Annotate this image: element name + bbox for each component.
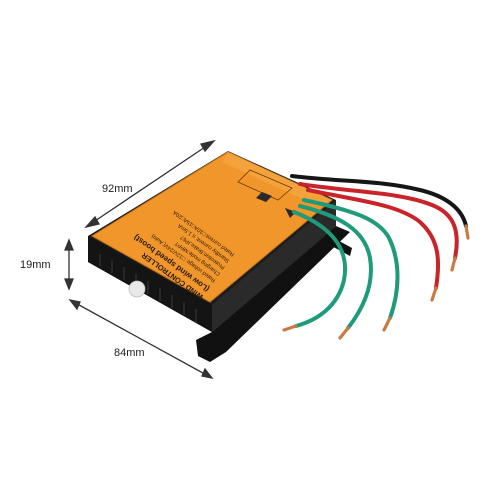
height-arrowhead-bottom <box>64 278 74 291</box>
width-arrowhead-start <box>84 215 100 229</box>
length-dimension-label: 84mm <box>114 347 145 359</box>
green-wire-1 <box>302 198 400 320</box>
black-wire <box>290 174 468 228</box>
terminal-marking-box <box>237 169 293 201</box>
dimension-arrows <box>64 139 216 379</box>
length-arrowhead-end <box>201 367 214 379</box>
wind-turbine-icon <box>285 208 296 218</box>
red-wire-bottom <box>306 188 441 290</box>
battery-icon <box>256 192 272 202</box>
green-wire-3-tip <box>282 324 298 332</box>
qc-sticker <box>128 280 146 298</box>
wire-terminals <box>282 224 470 340</box>
green-wire-2-tip <box>338 326 350 340</box>
green-wire-2 <box>298 204 373 330</box>
green-wire-1-tip <box>382 316 392 332</box>
length-dimension-line <box>69 299 213 379</box>
height-dimension-label: 19mm <box>20 259 51 271</box>
green-wire-3 <box>292 210 347 328</box>
red-wire-bottom-tip <box>430 286 438 302</box>
height-arrowhead-top <box>64 238 74 251</box>
product-label: WIND CONTROLLER (Low wind speed boost) R… <box>91 151 333 303</box>
red-wire-top <box>298 182 459 260</box>
mounting-flange <box>196 226 350 362</box>
black-wire-tip <box>464 224 470 240</box>
wire-bundle <box>290 174 468 330</box>
length-arrowhead-start <box>68 299 81 311</box>
width-arrowhead-end <box>200 139 216 153</box>
width-dimension-label: 92mm <box>102 183 133 195</box>
width-dimension-line <box>85 140 215 228</box>
red-wire-top-tip <box>450 256 457 272</box>
